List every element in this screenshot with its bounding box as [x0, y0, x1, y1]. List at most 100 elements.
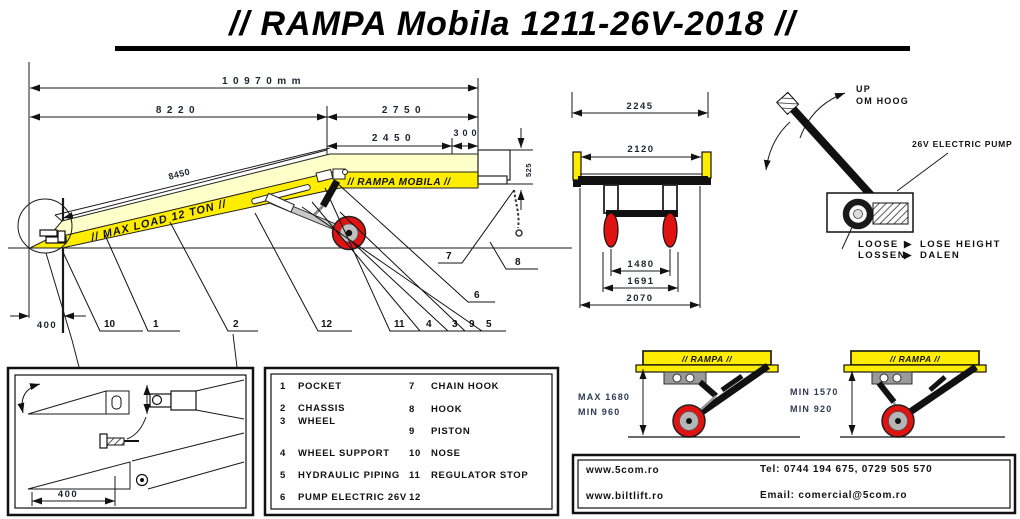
ev-dim-2070: 2070: [626, 293, 653, 304]
regulator-stop: [264, 192, 295, 213]
dim-8220: 8220: [156, 105, 200, 116]
hd1-flange: [635, 364, 779, 373]
rail-top-line: [54, 147, 331, 216]
detail-roller-pin: [140, 478, 144, 482]
hd1-bolt-2: [685, 373, 695, 383]
wheel-axle: [345, 229, 353, 237]
page-title: // RAMPA Mobila 1211-26V-2018 //: [229, 5, 796, 43]
ramp-mobila-label: // RAMPA MOBILA //: [346, 177, 451, 188]
detail-ramp-line-bottom: [147, 461, 245, 490]
ev-rail-left-foot: [573, 180, 581, 187]
knob-leader: [841, 222, 855, 250]
part-num-9: 9: [409, 426, 415, 437]
end-view: 2245 2120 1480 1691 2070: [571, 92, 712, 309]
part-num-10: 10: [409, 448, 421, 459]
detail-pin-eye: [151, 394, 163, 406]
detail-dim-400: 400: [58, 489, 78, 500]
part-name-6: PUMP ELECTRIC 26V: [298, 492, 407, 503]
hd2-piston: [876, 381, 897, 404]
rotate-arrow-icon: [17, 383, 41, 414]
callout-2: 2: [233, 319, 239, 330]
pump-lever-grip: [775, 91, 800, 116]
hd1-min-label: MIN 960: [578, 407, 620, 417]
detail-lower-wedge: [27, 461, 131, 490]
hd2-min-label: MIN 920: [790, 404, 832, 414]
parts-list: 1 POCKET 2 CHASSIS 3 WHEEL 4 WHEEL SUPPO…: [263, 366, 560, 517]
contact-box: www.5com.ro www.biltlift.ro Tel: 0744 19…: [571, 453, 1017, 515]
dim-2450: 2450: [372, 133, 416, 144]
bolt-head: [99, 433, 108, 449]
part-name-9: PISTON: [431, 426, 470, 437]
hd1-leg-branch: [720, 373, 744, 393]
detail-callout-line: [45, 252, 80, 368]
detail-ramp-line-top: [131, 432, 245, 462]
part-num-12: 12: [409, 492, 421, 503]
detail-box-inner: [14, 374, 247, 509]
up-arrow-icon: [799, 92, 846, 139]
website-primary: www.5com.ro: [585, 465, 659, 476]
dim-lip-height: 525: [524, 163, 533, 177]
ev-rail-right: [701, 151, 712, 179]
detail-nose-wedge: [27, 390, 130, 415]
hd2-flange: [843, 364, 987, 373]
dim-2750: 2750: [382, 105, 426, 116]
ev-wheel-right: [662, 212, 678, 248]
hd1-wheel-axle: [686, 418, 692, 424]
detail-connector-curve: [126, 416, 147, 440]
pump-leader: [896, 152, 949, 192]
part-name-11: REGULATOR STOP: [431, 470, 528, 481]
release-knob-center: [853, 209, 863, 219]
up-label: UP: [856, 84, 871, 94]
part-name-7: CHAIN HOOK: [431, 381, 499, 392]
part-num-1: 1: [280, 381, 286, 392]
callout-10: 10: [104, 319, 116, 330]
ev-dim-2245: 2245: [626, 101, 653, 112]
hd1-rampa-label: // RAMPA //: [681, 354, 733, 364]
part-name-10: NOSE: [431, 448, 461, 459]
hd1-bolt-1: [672, 373, 682, 383]
part-name-5: HYDRAULIC PIPING: [298, 470, 400, 481]
part-num-5: 5: [280, 470, 286, 481]
hd1-max-label: MAX 1680: [578, 392, 630, 402]
detail-shaft: [170, 390, 197, 411]
dim-300: 300: [453, 128, 480, 138]
hd2-wheel-axle: [895, 418, 901, 424]
nose-detail-circle: [17, 198, 73, 254]
up-label-nl: OM HOOG: [856, 96, 909, 106]
bolt-shank: [106, 437, 125, 446]
lip-plate: [477, 175, 508, 185]
callout-leaders: [61, 182, 538, 332]
part-name-1: POCKET: [298, 381, 342, 392]
hd2-bracket: [871, 371, 913, 385]
detail-shaft-line-bottom: [195, 409, 245, 420]
electric-pump-label: 26V ELECTRIC PUMP: [912, 139, 1013, 149]
part-num-3: 3: [280, 416, 286, 427]
pump-diagram: UP OM HOOG 26V ELECTRIC PUMP LOOSE ▶ LOS…: [763, 84, 1013, 261]
ev-leg-right: [662, 184, 678, 214]
nose-bracket-3: [57, 230, 66, 243]
ev-dim-1480: 1480: [627, 259, 654, 270]
main-side-view: 10970mm 8220 2750 2450 300 8450 // MAX L…: [8, 62, 572, 368]
callout-4: 4: [426, 319, 432, 330]
chassis-callout-line: [232, 333, 238, 368]
callout-11: 11: [394, 319, 405, 330]
callout-12: 12: [321, 319, 333, 330]
part-num-2: 2: [280, 403, 286, 414]
dalen-label: DALEN: [920, 250, 960, 261]
pump-lever: [790, 106, 882, 207]
nose-bracket-2: [45, 236, 67, 244]
hd2-leg-branch: [928, 375, 947, 392]
loose-label: LOOSE: [858, 239, 899, 250]
ev-dim-1691: 1691: [627, 276, 654, 287]
part-num-11: 11: [409, 470, 420, 481]
hd2-rampa-label: // RAMPA //: [889, 354, 941, 364]
ev-dim-2120: 2120: [627, 144, 654, 155]
title-block: // RAMPA Mobila 1211-26V-2018 //: [115, 2, 910, 51]
part-num-8: 8: [409, 404, 415, 415]
height-diagram-max: // RAMPA // MAX 1680 MIN 960: [578, 350, 800, 438]
part-num-4: 4: [280, 448, 286, 459]
rail-end-cap: [54, 214, 63, 222]
part-num-7: 7: [409, 381, 415, 392]
phone: Tel: 0744 194 675, 0729 505 570: [760, 464, 933, 475]
